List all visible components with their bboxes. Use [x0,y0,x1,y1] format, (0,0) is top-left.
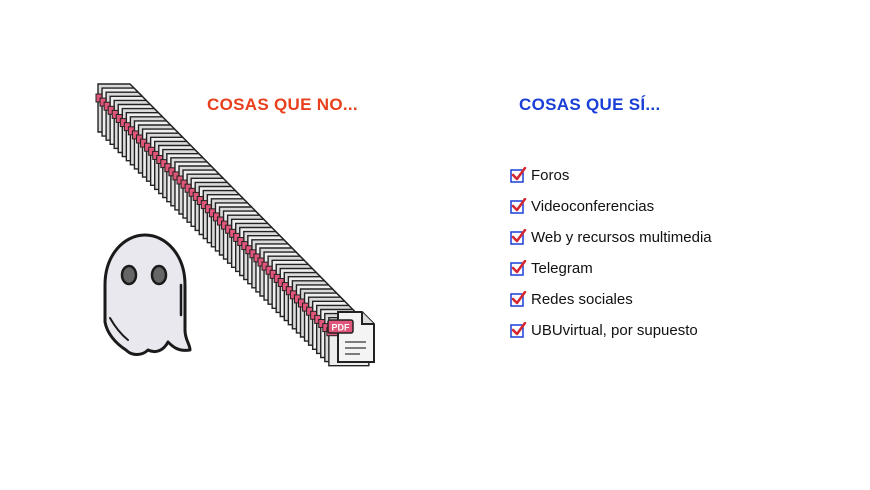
list-item: Foros [510,160,712,191]
list-item-label: Redes sociales [531,291,633,308]
checked-checkbox-icon [510,291,527,307]
checked-checkbox-icon [510,167,527,183]
ghost-icon [103,233,192,356]
checked-checkbox-icon [510,260,527,276]
list-item: Videoconferencias [510,191,712,222]
checked-checkbox-icon [510,322,527,338]
list-item-label: UBUvirtual, por supuesto [531,322,698,339]
checklist: Foros Videoconferencias Web y recursos m… [510,160,712,346]
list-item: Web y recursos multimedia [510,222,712,253]
list-item: UBUvirtual, por supuesto [510,315,712,346]
list-item-label: Telegram [531,260,593,277]
list-item-label: Web y recursos multimedia [531,229,712,246]
list-item-label: Videoconferencias [531,198,655,215]
list-item: Telegram [510,253,712,284]
list-item: Redes sociales [510,284,712,315]
pdf-document-icon: PDF [327,311,375,363]
heading-cosas-que-si: COSAS QUE SÍ... [519,95,661,114]
pdf-badge-label: PDF [332,323,351,333]
checked-checkbox-icon [510,198,527,214]
list-item-label: Foros [531,167,570,184]
heading-cosas-que-no: COSAS QUE NO... [207,95,358,114]
checked-checkbox-icon [510,229,527,245]
